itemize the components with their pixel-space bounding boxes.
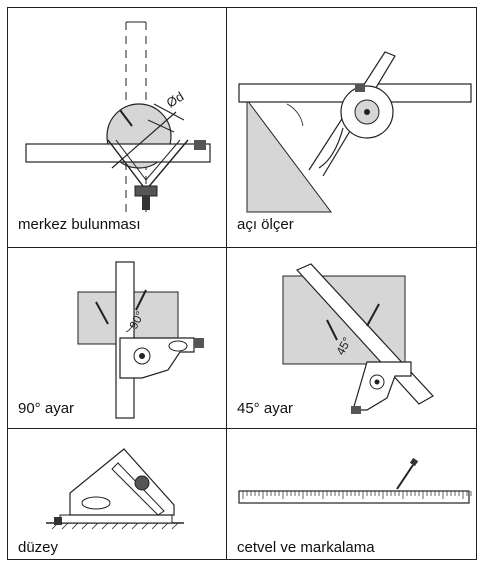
level-illustration <box>46 448 184 530</box>
tool-usage-grid: Ød merkez bulunması açı ö <box>7 7 477 560</box>
square-90-illustration: 90° <box>77 261 204 419</box>
cell-label-90-setting: 90° ayar <box>18 400 75 417</box>
diameter-annotation: Ød <box>164 89 187 111</box>
protractor-illustration <box>238 51 472 213</box>
cell-label-45-setting: 45° ayar <box>237 400 294 417</box>
grid-divider-vertical <box>226 8 227 559</box>
cell-level: düzey <box>8 429 226 560</box>
cell-label-center-finding: merkez bulunması <box>18 216 141 233</box>
ruler-marking-illustration <box>238 457 472 504</box>
cell-protractor: açı ölçer <box>227 8 478 247</box>
grid-divider-row1 <box>8 247 476 248</box>
cell-label-protractor: açı ölçer <box>237 216 294 233</box>
cell-label-level: düzey <box>18 539 59 556</box>
cell-90-setting: 90° 90° ayar <box>8 248 226 428</box>
cell-ruler-marking: cetvel ve markalama <box>227 429 478 560</box>
square-45-illustration: 45° <box>282 263 434 414</box>
grid-divider-row2 <box>8 428 476 429</box>
cell-center-finding: Ød merkez bulunması <box>8 8 226 247</box>
center-finding-illustration: Ød <box>25 21 211 218</box>
cell-45-setting: 45° 45° ayar <box>227 248 478 428</box>
cell-label-ruler-marking: cetvel ve markalama <box>237 539 375 556</box>
